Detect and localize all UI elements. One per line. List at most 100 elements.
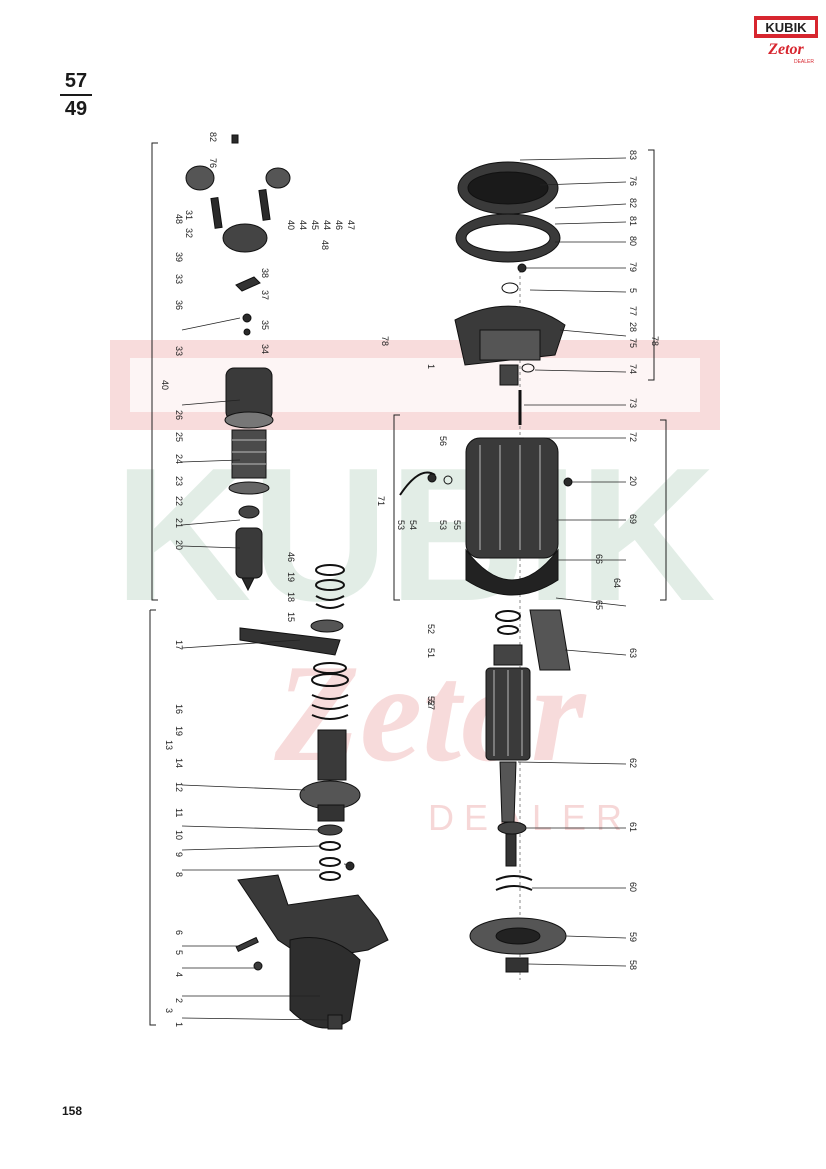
callout-77: 77 [628, 306, 638, 316]
callout-58: 58 [628, 960, 638, 970]
callout-9: 9 [174, 852, 184, 857]
logo-sub: Zetor [767, 41, 804, 58]
callout-63: 63 [628, 648, 638, 658]
callout-64: 64 [612, 578, 622, 588]
callout-52b: 52 [426, 696, 436, 706]
callout-82r: 82 [628, 198, 638, 208]
callout-80: 80 [628, 236, 638, 246]
callout-4: 4 [174, 972, 184, 977]
callout-44: 44 [298, 220, 308, 230]
callout-37: 37 [260, 290, 270, 300]
callout-55: 55 [452, 520, 462, 530]
solenoid-assembly [185, 134, 291, 592]
section-divider [60, 94, 92, 96]
callout-1r: 1 [426, 364, 436, 369]
callout-83: 83 [628, 150, 638, 160]
callout-14: 14 [174, 758, 184, 768]
callout-33: 33 [174, 346, 184, 356]
callout-18: 18 [286, 592, 296, 602]
callout-5: 5 [174, 950, 184, 955]
callout-3: 3 [164, 1008, 174, 1013]
section-number-bottom: 49 [64, 98, 88, 120]
callout-15b: 15 [286, 612, 296, 622]
callout-60: 60 [628, 882, 638, 892]
callout-24: 24 [174, 454, 184, 464]
callout-39: 39 [174, 252, 184, 262]
callout-78: 78 [650, 336, 660, 346]
callout-48b: 48 [320, 240, 330, 250]
callout-48: 48 [174, 214, 184, 224]
callout-28: 28 [628, 322, 638, 332]
logo-brand: KUBIK [765, 20, 807, 35]
callout-78l: 78 [380, 336, 390, 346]
callout-76: 76 [208, 158, 218, 168]
callout-11: 11 [174, 808, 184, 817]
callout-10: 10 [174, 830, 184, 840]
callout-33b: 33 [174, 274, 184, 284]
section-number-top: 57 [64, 70, 88, 92]
callout-71: 71 [376, 496, 386, 506]
right-leader-lines [517, 157, 627, 967]
callout-16: 16 [174, 704, 184, 714]
left-leader-lines [181, 317, 329, 1021]
callout-12: 12 [174, 782, 184, 792]
callout-15: 19 [174, 726, 184, 736]
callout-74: 74 [628, 364, 638, 374]
callout-20: 20 [174, 540, 184, 550]
callout-5r: 5 [628, 288, 638, 293]
kubik-zetor-logo: KUBIK Zetor DEALER [754, 16, 818, 65]
page-number: 158 [62, 1104, 83, 1118]
callout-75: 75 [628, 338, 638, 348]
callout-46: 46 [286, 552, 296, 562]
callout-26: 26 [174, 410, 184, 420]
callout-69: 69 [628, 514, 638, 524]
callout-47: 47 [346, 220, 356, 230]
callout-76r: 76 [628, 176, 638, 186]
callout-45: 45 [310, 220, 320, 230]
callout-38: 38 [260, 268, 270, 278]
callout-6: 6 [174, 930, 184, 935]
callout-73: 73 [628, 398, 638, 408]
field-frame-assembly [399, 161, 573, 671]
callout-65: 65 [594, 600, 604, 610]
callout-13: 13 [164, 740, 174, 750]
callout-51: 51 [426, 648, 436, 658]
callout-81: 81 [628, 216, 638, 226]
callout-53b: 53 [438, 520, 448, 530]
callout-21: 21 [174, 518, 184, 528]
callout-53: 53 [396, 520, 406, 530]
callout-66: 66 [594, 554, 604, 564]
callout-34: 34 [260, 344, 270, 354]
left-callout-labels: 1 2 3 4 5 6 8 7 9 10 11 12 14 13 19 16 1… [160, 132, 356, 1027]
callout-62: 62 [628, 758, 638, 768]
callout-32: 32 [184, 228, 194, 238]
callout-19: 19 [286, 572, 296, 582]
callout-46b: 46 [334, 220, 344, 230]
callout-7: 7 [342, 862, 352, 867]
callout-2: 2 [174, 998, 184, 1003]
callout-52: 52 [426, 624, 436, 634]
callout-25: 25 [174, 432, 184, 442]
callout-44b: 44 [322, 220, 332, 230]
section-number: 57 49 [60, 70, 92, 120]
callout-23: 23 [174, 476, 184, 486]
callout-40: 40 [160, 380, 170, 390]
callout-82: 82 [208, 132, 218, 142]
callout-61: 61 [628, 822, 638, 832]
callout-54: 54 [408, 520, 418, 530]
logo-tag: DEALER [794, 59, 814, 65]
callout-79: 79 [628, 262, 638, 272]
callout-31: 31 [184, 210, 194, 220]
callout-36: 36 [174, 300, 184, 310]
drive-end-housing [235, 874, 389, 1030]
callout-8: 8 [174, 872, 184, 877]
right-callout-labels: 83 76 82 81 80 79 5 77 28 75 78 74 73 72… [376, 150, 660, 970]
callout-59: 59 [628, 932, 638, 942]
callout-57: 57 [426, 700, 436, 710]
callout-17: 17 [174, 640, 184, 650]
drive-assembly [239, 564, 361, 881]
callout-72: 72 [628, 432, 638, 442]
callout-56: 56 [438, 436, 448, 446]
callout-40b: 40 [286, 220, 296, 230]
callout-22: 22 [174, 496, 184, 506]
